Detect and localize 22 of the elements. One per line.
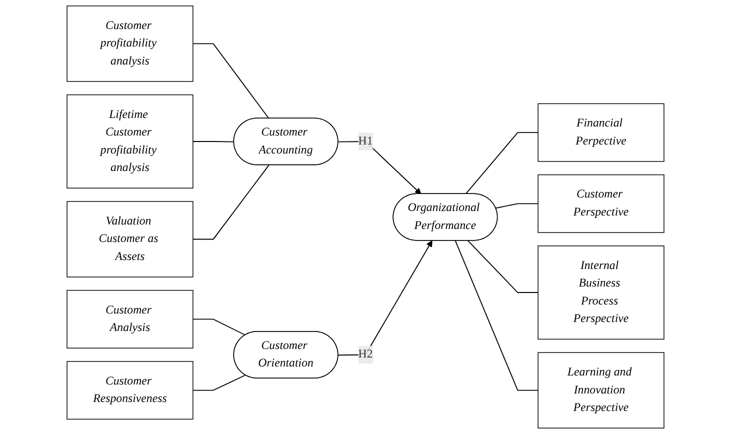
connector <box>192 43 270 119</box>
node-box: Customer profitability analysis <box>66 6 194 82</box>
connector <box>192 374 246 391</box>
node-box: Financial Perpective <box>538 103 664 162</box>
node-box: Lifetime Customer profitability analysis <box>66 94 194 188</box>
node-box: Valuation Customer as Assets <box>66 201 194 278</box>
connector <box>192 164 270 240</box>
node-box: Customer Responsiveness <box>66 361 194 420</box>
arrow <box>338 140 422 194</box>
node-box: Customer Perspective <box>538 174 664 233</box>
edge-label: H1 <box>358 134 373 148</box>
connector <box>495 203 539 209</box>
node-box: Learning and Innovation Perspective <box>538 352 664 428</box>
connector <box>192 318 246 336</box>
connector <box>454 240 539 391</box>
edge-label: H2 <box>358 348 373 361</box>
node-box: Internal Business Process Perspective <box>538 246 664 340</box>
node-box: Customer Analysis <box>66 290 194 348</box>
connector <box>467 240 539 294</box>
arrow <box>338 240 432 356</box>
connector <box>192 140 235 142</box>
connector <box>465 132 539 195</box>
